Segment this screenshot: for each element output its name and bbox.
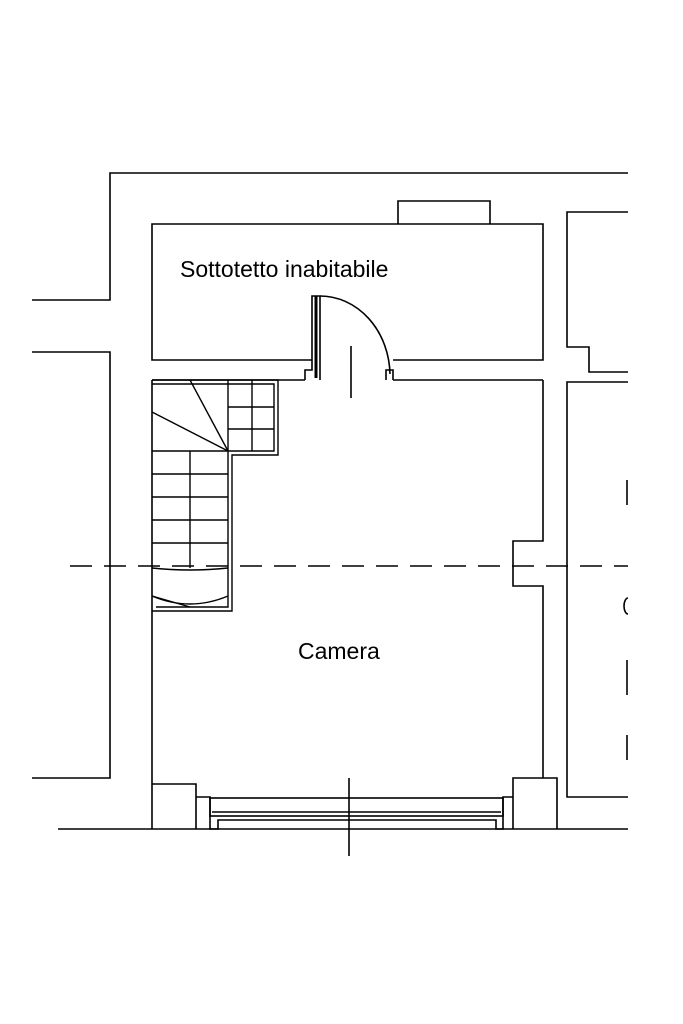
staircase — [151, 379, 279, 612]
chimney — [397, 200, 491, 224]
outer-wall-top — [32, 172, 628, 301]
bedroom-walls — [151, 379, 558, 829]
stair-winder — [189, 379, 229, 452]
stair-bottom-step — [151, 567, 229, 571]
outer-wall-left — [32, 351, 111, 779]
attic-label: Sottotetto inabitabile — [180, 256, 388, 282]
window-frame-outer — [196, 796, 513, 830]
pier-right — [512, 777, 558, 829]
stair-bottom-step — [151, 595, 191, 608]
outer-walls — [32, 172, 628, 830]
stair-winder — [151, 411, 229, 452]
bedroom-label: Camera — [298, 638, 380, 664]
door-jamb-left — [304, 295, 321, 380]
stair-inner-edge — [152, 383, 275, 608]
window — [196, 778, 513, 856]
stair-outline — [152, 379, 279, 612]
adjacent-room-top-wall — [566, 211, 628, 373]
window-sill — [209, 797, 504, 817]
adjacent-room — [566, 211, 629, 798]
attic-wall — [151, 223, 544, 361]
adjacent-room-lower-wall — [566, 381, 628, 798]
text-fragment-mark — [623, 597, 629, 615]
bedroom-wall-right — [512, 380, 544, 778]
attic-room — [151, 200, 544, 361]
door — [304, 295, 394, 398]
door-swing-arc — [319, 295, 391, 375]
pier-left — [152, 783, 197, 829]
